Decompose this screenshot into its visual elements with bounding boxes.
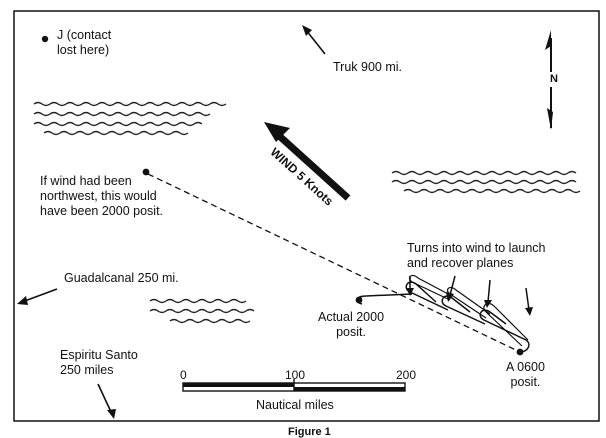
northwest-posit-dot (142, 168, 150, 176)
espiritu-arrow (97, 383, 116, 419)
truk-arrow (302, 25, 326, 55)
point-j-marker (41, 35, 49, 43)
label-north: N (549, 72, 559, 87)
scale-bar (182, 379, 406, 392)
label-actual-posit: Actual 2000 posit. (318, 310, 385, 339)
dashed-track (147, 173, 521, 353)
label-guadalcanal: Guadalcanal 250 mi. (64, 271, 179, 285)
ship-zigzag-track (356, 281, 530, 353)
label-espiritu: Espiritu Santo 250 miles (60, 348, 138, 377)
label-turns: Turns into wind to launch and recover pl… (407, 241, 546, 270)
label-a-0600: A 0600 posit. (506, 360, 545, 389)
figure-caption: Figure 1 (288, 426, 331, 438)
scale-tick-100: 100 (285, 368, 306, 382)
label-scale-title: Nautical miles (256, 398, 334, 412)
label-northwest-note: If wind had been northwest, this would h… (40, 174, 164, 218)
scale-tick-0: 0 (180, 368, 187, 382)
sea-waves-right (391, 170, 581, 194)
sea-waves-bottom (149, 298, 255, 324)
turn-arrows (406, 275, 533, 316)
actual-posit-dot (355, 296, 363, 304)
label-point-j: J (contact lost here) (57, 28, 112, 57)
wind-arrow (264, 122, 351, 201)
guadalcanal-arrow (17, 288, 58, 305)
map-border (13, 10, 600, 422)
scale-tick-200: 200 (396, 368, 417, 382)
a-0600-dot (516, 348, 524, 356)
label-truk: Truk 900 mi. (333, 60, 403, 74)
sea-waves-top-left (33, 101, 227, 136)
